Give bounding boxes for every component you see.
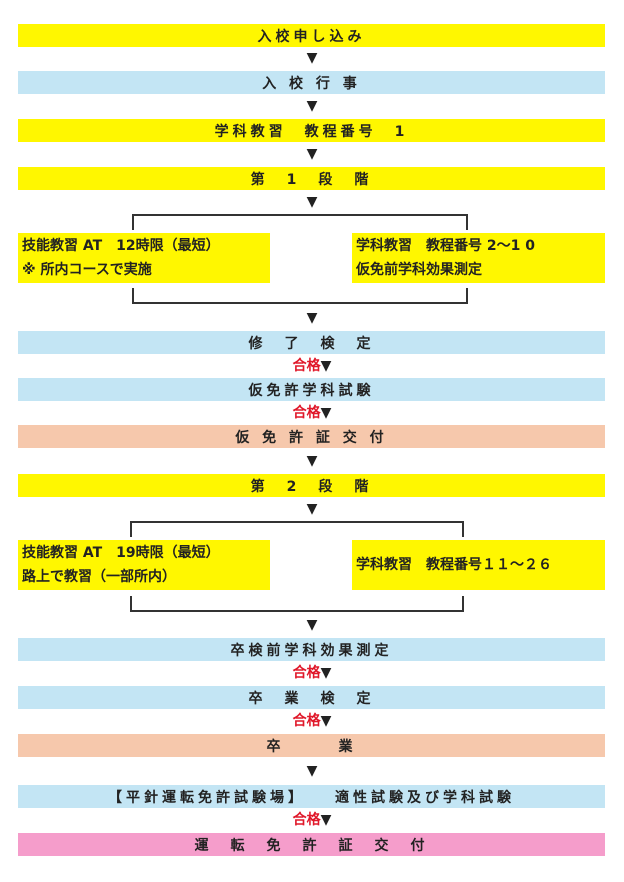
pass-arrow: 合格▼ [0, 359, 624, 373]
stage1-driving-line1: 技能教習 AT 12時限（最短） [22, 238, 220, 254]
step-license-issue: 運 転 免 許 証 交 付 [18, 833, 605, 856]
arrow-down-icon: ▼ [306, 763, 318, 779]
step-graduation-exam: 卒 業 検 定 [18, 686, 605, 709]
stage2-driving-box: 技能教習 AT 19時限（最短） 路上で教習（一部所内） [18, 540, 270, 590]
pass-arrow: 合格▼ [0, 714, 624, 728]
step-completion-exam: 修 了 検 定 [18, 331, 605, 354]
arrow-down-icon: ▼ [320, 405, 332, 421]
arrow-down-icon: ▼ [306, 194, 318, 210]
bracket-bottom [130, 596, 464, 612]
arrow-down-icon: ▼ [306, 50, 318, 66]
stage1-lecture-box: 学科教習 教程番号 2～1 0 仮免前学科効果測定 [352, 233, 605, 283]
pass-arrow: 合格▼ [0, 666, 624, 680]
step-provisional-written-test: 仮免許学科試験 [18, 378, 605, 401]
step-stage-2: 第 2 段 階 [18, 474, 605, 497]
arrow-down-icon: ▼ [306, 453, 318, 469]
pass-label: 合格 [292, 665, 321, 681]
stage1-driving-box: 技能教習 AT 12時限（最短） ※ 所内コースで実施 [18, 233, 270, 283]
stage1-lecture-line1: 学科教習 教程番号 2～1 0 [356, 238, 535, 254]
arrow-down-icon: ▼ [320, 665, 332, 681]
bracket-top [132, 214, 468, 230]
pass-label: 合格 [292, 405, 321, 421]
arrow-down-icon: ▼ [306, 310, 318, 326]
pass-label: 合格 [292, 812, 321, 828]
stage2-driving-line2: 路上で教習（一部所内） [22, 569, 176, 585]
pass-label: 合格 [292, 358, 321, 374]
step-pre-graduation-test: 卒検前学科効果測定 [18, 638, 605, 661]
arrow-down-icon: ▼ [306, 146, 318, 162]
step-enrollment-ceremony: 入 校 行 事 [18, 71, 605, 94]
bracket-bottom [132, 288, 468, 304]
arrow-down-icon: ▼ [320, 812, 332, 828]
step-enrollment-application: 入校申し込み [18, 24, 605, 47]
step-lecture-1: 学科教習 教程番号 1 [18, 119, 605, 142]
arrow-down-icon: ▼ [306, 98, 318, 114]
step-stage-1: 第 1 段 階 [18, 167, 605, 190]
pass-arrow: 合格▼ [0, 813, 624, 827]
step-provisional-license-issue: 仮 免 許 証 交 付 [18, 425, 605, 448]
stage2-driving-line1: 技能教習 AT 19時限（最短） [22, 545, 220, 561]
arrow-down-icon: ▼ [320, 358, 332, 374]
stage1-lecture-line2: 仮免前学科効果測定 [356, 262, 482, 278]
pass-label: 合格 [292, 713, 321, 729]
bracket-top [130, 521, 464, 537]
stage2-lecture-line1: 学科教習 教程番号１１～２６ [356, 557, 552, 573]
step-license-center-tests: 【平針運転免許試験場】 適性試験及び学科試験 [18, 785, 605, 808]
pass-arrow: 合格▼ [0, 406, 624, 420]
step-graduation: 卒 業 [18, 734, 605, 757]
arrow-down-icon: ▼ [320, 713, 332, 729]
arrow-down-icon: ▼ [306, 501, 318, 517]
arrow-down-icon: ▼ [306, 617, 318, 633]
stage2-lecture-box: 学科教習 教程番号１１～２６ [352, 540, 605, 590]
stage1-driving-line2: ※ 所内コースで実施 [22, 262, 152, 278]
